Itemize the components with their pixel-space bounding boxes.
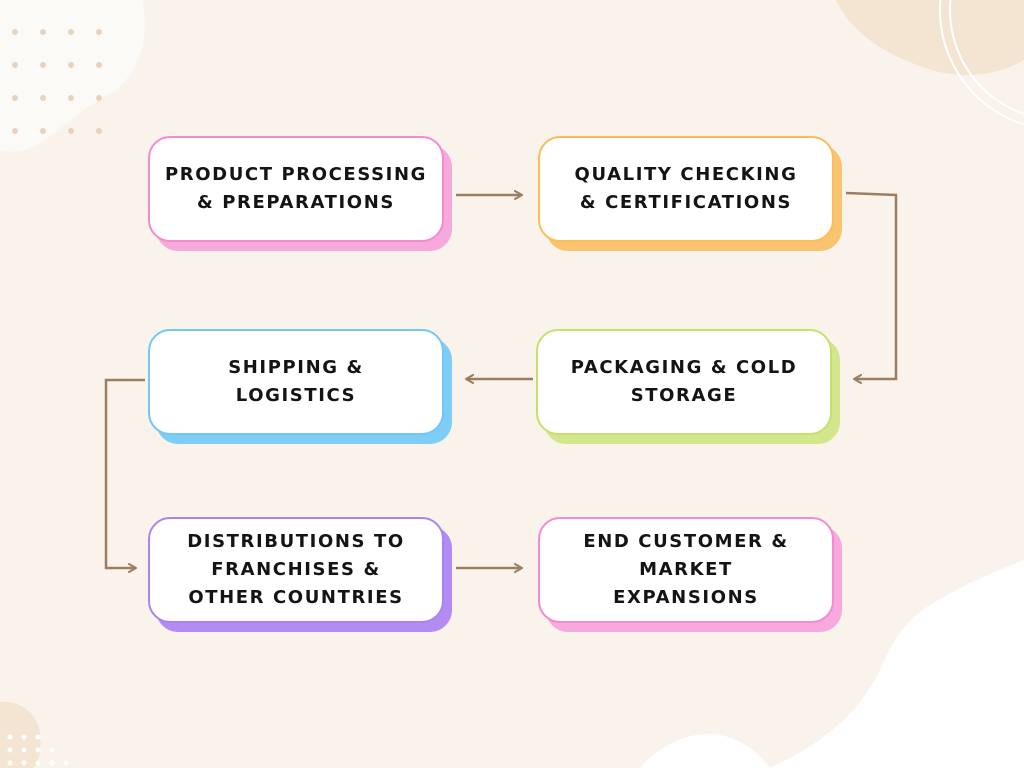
node-label: QUALITY CHECKING & CERTIFICATIONS (574, 164, 798, 213)
node-product-processing: PRODUCT PROCESSING & PREPARATIONS (148, 136, 452, 251)
node-label: DISTRIBUTIONS TO FRANCHISES & OTHER COUN… (187, 531, 405, 608)
node-distributions: DISTRIBUTIONS TO FRANCHISES & OTHER COUN… (148, 517, 452, 632)
node-box: PRODUCT PROCESSING & PREPARATIONS (148, 136, 444, 242)
arrow-shipping-to-distributions (104, 378, 145, 573)
node-quality-checking: QUALITY CHECKING & CERTIFICATIONS (538, 136, 842, 251)
background-blob-top-left (0, 0, 145, 152)
node-box: SHIPPING & LOGISTICS (148, 329, 444, 435)
background-blob-top-right (836, 0, 1024, 76)
dot-cluster (7, 734, 69, 766)
node-box: END CUSTOMER & MARKET EXPANSIONS (538, 517, 834, 623)
node-label: SHIPPING & LOGISTICS (228, 357, 364, 406)
node-box: QUALITY CHECKING & CERTIFICATIONS (538, 136, 834, 242)
arrow-quality-to-packaging (845, 191, 898, 384)
node-packaging: PACKAGING & COLD STORAGE (536, 329, 840, 444)
decorative-ring (939, 0, 1024, 126)
node-label: PRODUCT PROCESSING & PREPARATIONS (165, 164, 427, 213)
decorative-ring (949, 0, 1024, 115)
node-box: DISTRIBUTIONS TO FRANCHISES & OTHER COUN… (148, 517, 444, 623)
node-end-customer: END CUSTOMER & MARKET EXPANSIONS (538, 517, 842, 632)
node-label: END CUSTOMER & MARKET EXPANSIONS (583, 531, 789, 608)
background-blob-bottom-right-small (640, 734, 770, 768)
node-label: PACKAGING & COLD STORAGE (570, 357, 798, 406)
background-blob-bottom-right (770, 560, 1024, 768)
node-shipping: SHIPPING & LOGISTICS (148, 329, 452, 444)
dot-grid (12, 29, 102, 134)
node-box: PACKAGING & COLD STORAGE (536, 329, 832, 435)
